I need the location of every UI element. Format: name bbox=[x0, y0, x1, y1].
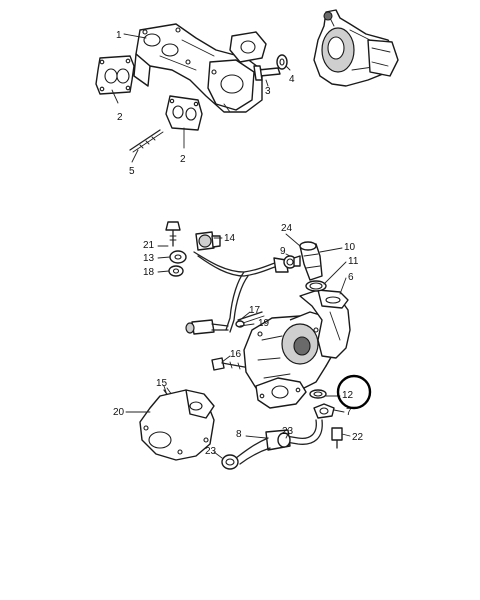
banjo-bolt bbox=[165, 221, 181, 247]
label-3: 3 bbox=[265, 86, 271, 97]
manifold-outlet-flange bbox=[229, 31, 267, 63]
label-16: 16 bbox=[230, 349, 242, 360]
manifold-bolt bbox=[253, 65, 281, 81]
label-7: 7 bbox=[346, 407, 352, 418]
label-19: 19 bbox=[258, 318, 270, 329]
label-23-right: 23 bbox=[282, 426, 294, 437]
manifold-stud bbox=[129, 129, 164, 153]
upper-leader-lines bbox=[111, 33, 291, 163]
label-18: 18 bbox=[143, 267, 155, 278]
label-22: 22 bbox=[352, 432, 364, 443]
manifold-gasket-lower bbox=[165, 95, 203, 131]
oil-return-pipe bbox=[235, 419, 323, 465]
label-11: 11 bbox=[348, 256, 359, 267]
highlight-circle bbox=[336, 374, 372, 410]
label-6: 6 bbox=[348, 272, 354, 283]
label-8: 8 bbox=[236, 429, 242, 440]
label-20: 20 bbox=[113, 407, 125, 418]
outlet-elbow bbox=[139, 389, 215, 461]
label-23-left: 23 bbox=[205, 446, 217, 457]
label-10: 10 bbox=[344, 242, 356, 253]
label-13: 13 bbox=[143, 253, 155, 264]
label-14: 14 bbox=[224, 233, 236, 244]
banjo-fitting bbox=[195, 231, 221, 251]
label-9: 9 bbox=[280, 246, 286, 257]
turbocharger-upper bbox=[313, 9, 399, 87]
turbocharger-assembly bbox=[125, 221, 351, 470]
label-2-left: 2 bbox=[117, 112, 123, 123]
label-17: 17 bbox=[249, 305, 261, 316]
inlet-pipe bbox=[299, 241, 323, 281]
label-4: 4 bbox=[289, 74, 295, 85]
bolt-22 bbox=[331, 427, 343, 449]
lower-leader-lines bbox=[125, 233, 351, 459]
manifold-washer bbox=[276, 54, 288, 70]
label-12: 12 bbox=[342, 390, 354, 401]
o-ring bbox=[305, 280, 327, 292]
hose-clip-23 bbox=[221, 454, 239, 470]
label-1: 1 bbox=[116, 30, 122, 41]
compressor-elbow bbox=[299, 289, 351, 359]
gasket-7 bbox=[313, 403, 335, 419]
washer-18 bbox=[168, 265, 184, 277]
manifold-gasket-left bbox=[95, 55, 135, 95]
exhaust-manifold-assembly bbox=[95, 9, 399, 163]
label-5: 5 bbox=[129, 166, 135, 177]
label-15: 15 bbox=[156, 378, 168, 389]
gasket-12 bbox=[309, 389, 327, 399]
sealing-washer bbox=[169, 250, 187, 264]
hose-clamp bbox=[283, 255, 301, 269]
label-2-lower: 2 bbox=[180, 154, 186, 165]
label-21: 21 bbox=[143, 240, 155, 251]
highlight-callout: 12 bbox=[336, 374, 372, 410]
exhaust-manifold bbox=[133, 23, 263, 113]
label-24: 24 bbox=[281, 223, 293, 234]
